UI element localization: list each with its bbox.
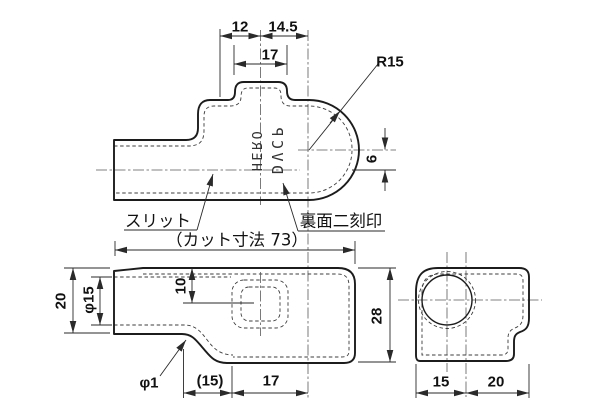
radius-leader-line [308, 63, 379, 151]
dim-text-17: 17 [262, 47, 279, 64]
hole-hidden-circle [418, 271, 476, 329]
stamp-note-label: 裏面二刻印 [300, 211, 383, 231]
stamp-note-leader [282, 182, 299, 232]
top-view-outline [113, 81, 360, 201]
dim-text-14-5: 14.5 [268, 19, 297, 36]
side-hidden-inset [421, 273, 524, 356]
front-view: （カット寸法 73） 20 φ15 10 28 φ1 (15) 17 [53, 231, 396, 398]
stamp-text-line-2: DVCP [268, 124, 286, 174]
front-view-outline [113, 267, 356, 364]
dim-text-phi1: φ1 [139, 375, 158, 392]
cut-length-label: （カット寸法 73） [166, 231, 308, 250]
side-view: 15 20 [398, 252, 542, 398]
dim-text-12: 12 [232, 19, 249, 36]
dim-text-phi15: φ15 [81, 286, 98, 313]
front-hidden-inset [143, 273, 350, 358]
radius-leader-arrow [329, 110, 341, 124]
dim-text-10: 10 [173, 278, 190, 295]
dim-text-15-ref: (15) [197, 373, 224, 390]
top-view: HERO DVCP 12 14.5 17 R15 6 スリット 裏面二刻印 [96, 19, 404, 398]
dim-text-15-side: 15 [433, 374, 450, 391]
stamp-text-line-1: HERO [248, 129, 264, 172]
dim-text-20: 20 [53, 293, 70, 310]
dim-text-28: 28 [369, 308, 386, 325]
window-hidden-inner [240, 286, 281, 322]
dim-text-20-side: 20 [488, 374, 505, 391]
phi1-leader [159, 339, 187, 377]
radius-text-r15: R15 [376, 54, 404, 71]
dim-text-6: 6 [364, 155, 381, 163]
slit-leader [196, 173, 214, 231]
window-hidden-outer [231, 279, 289, 329]
dim-text-17-step: 17 [263, 373, 280, 390]
hole-circle [421, 274, 473, 326]
bore-hidden-line-bottom [114, 324, 234, 356]
side-view-outline [415, 267, 530, 362]
slit-label: スリット [125, 212, 191, 231]
